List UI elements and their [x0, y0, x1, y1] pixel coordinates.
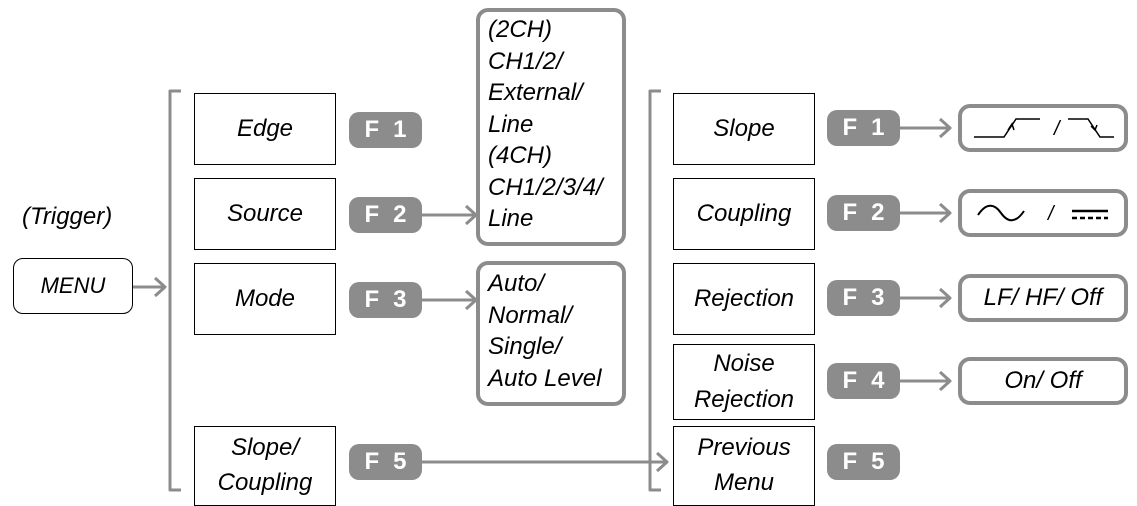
mode-menu-item[interactable]: Mode — [194, 263, 336, 335]
edge-menu-item[interactable]: Edge — [194, 93, 336, 165]
f2-source-arrow — [422, 204, 478, 226]
left-menu-bracket — [168, 89, 181, 492]
source-option: (4CH) — [488, 142, 552, 169]
f4-noise-arrow — [900, 370, 952, 392]
slope-label: Slope — [713, 114, 775, 142]
coupling-separator: / — [1046, 203, 1056, 225]
rising-edge-icon — [974, 118, 1040, 138]
noise-rejection-label-line2: Rejection — [693, 386, 795, 413]
rejection-label: Rejection — [693, 284, 795, 312]
source-option: CH1/2/ — [488, 47, 563, 75]
f3-rejection-arrow — [900, 287, 952, 309]
coupling-options-box: / — [958, 189, 1128, 237]
coupling-label: Coupling — [696, 199, 792, 227]
source-menu-item[interactable]: Source — [194, 178, 336, 250]
noise-rejection-menu-item[interactable]: Noise Rejection — [673, 344, 815, 420]
mode-option: Normal/ — [488, 301, 573, 329]
previous-menu-label-line1: Previous — [697, 434, 791, 462]
f1-slope-arrow — [900, 117, 952, 139]
mode-label: Mode — [234, 284, 296, 312]
noise-rejection-label-line1: Noise — [713, 350, 775, 377]
slope-coupling-menu-item[interactable]: Slope/ Coupling — [194, 426, 336, 506]
ac-coupling-icon — [977, 204, 1025, 222]
mode-option: Single/ — [488, 333, 562, 360]
menu-button[interactable]: MENU — [13, 258, 133, 314]
source-label: Source — [226, 199, 304, 227]
slope-coupling-label-line1: Slope/ — [230, 434, 300, 462]
source-option: (2CH) — [488, 16, 552, 43]
rejection-options: LF/ HF/ Off — [983, 284, 1103, 311]
slope-separator: / — [1052, 118, 1062, 140]
coupling-menu-item[interactable]: Coupling — [673, 178, 815, 250]
falling-edge-icon — [1068, 118, 1114, 138]
edge-label: Edge — [236, 114, 294, 142]
source-option: Line — [488, 205, 534, 232]
f3-mode-arrow — [422, 289, 478, 311]
f2-coupling-arrow — [900, 202, 952, 224]
trigger-label: (Trigger) — [22, 203, 113, 230]
right-menu-bracket — [648, 89, 661, 492]
source-option: CH1/2/3/4/ — [488, 173, 603, 201]
source-option: External/ — [488, 79, 583, 106]
f5-slope-coupling-arrow — [422, 451, 669, 473]
menu-arrow — [133, 276, 167, 298]
mode-options-box: Auto/ Normal/ Single/ Auto Level — [476, 261, 626, 406]
slope-coupling-label-line2: Coupling — [217, 469, 313, 496]
source-option: Line — [488, 110, 534, 138]
noise-rejection-options-box: On/ Off — [958, 357, 1128, 405]
previous-menu-item[interactable]: Previous Menu — [673, 426, 815, 506]
rejection-options-box: LF/ HF/ Off — [958, 274, 1128, 322]
slope-menu-item[interactable]: Slope — [673, 93, 815, 165]
noise-rejection-options: On/ Off — [1004, 367, 1082, 394]
rejection-menu-item[interactable]: Rejection — [673, 263, 815, 335]
dc-coupling-icon — [1072, 209, 1108, 220]
mode-option: Auto Level — [488, 364, 602, 392]
previous-menu-label-line2: Menu — [713, 469, 775, 496]
slope-options-box: / — [958, 104, 1128, 152]
mode-option: Auto/ — [488, 270, 545, 297]
source-options-box: (2CH) CH1/2/ External/ Line (4CH) CH1/2/… — [476, 8, 626, 246]
